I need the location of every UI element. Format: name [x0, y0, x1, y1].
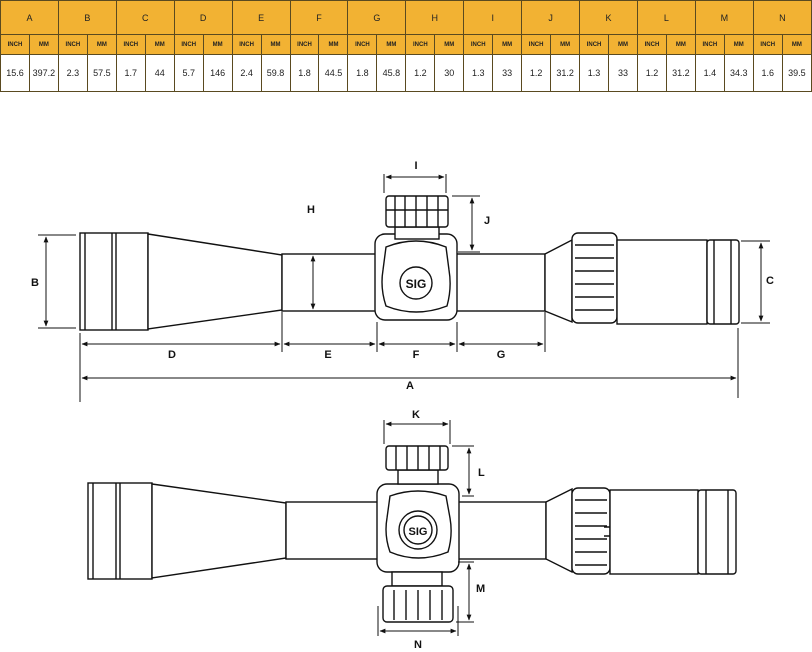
- value-mm-k: 33: [608, 54, 638, 92]
- objective-taper-bottom: [151, 483, 287, 579]
- value-mm-e: 59.8: [260, 54, 291, 92]
- label-j: J: [484, 215, 490, 227]
- sig-logo-bottom: SIG: [409, 526, 428, 538]
- unit-mm: MM: [28, 34, 59, 55]
- value-mm-l: 31.2: [665, 54, 696, 92]
- value-mm-f: 44.5: [318, 54, 349, 92]
- value-inch-l: 1.2: [636, 54, 667, 92]
- label-f: F: [413, 349, 420, 361]
- sig-logo-top: SIG: [406, 277, 427, 291]
- rear-tube-bottom: [455, 501, 547, 560]
- label-a: A: [406, 380, 414, 392]
- value-inch-d: 5.7: [173, 54, 204, 92]
- front-tube-bottom: [285, 501, 381, 560]
- scope-top-view: [79, 195, 740, 331]
- label-k: K: [412, 409, 420, 421]
- turret-base: [394, 226, 440, 240]
- label-m: M: [476, 583, 485, 595]
- value-inch-k: 1.3: [579, 54, 610, 92]
- unit-mm: MM: [723, 34, 754, 55]
- col-letter-m: M: [694, 0, 754, 35]
- elevation-turret-bottom: [385, 445, 449, 471]
- label-g: G: [497, 349, 506, 361]
- col-letter-d: D: [173, 0, 233, 35]
- unit-mm: MM: [434, 34, 465, 55]
- unit-inch: INCH: [231, 34, 262, 55]
- col-letter-g: G: [347, 0, 407, 35]
- value-mm-g: 45.8: [376, 54, 407, 92]
- unit-mm: MM: [202, 34, 233, 55]
- value-inch-b: 2.3: [57, 54, 88, 92]
- value-mm-n: 39.5: [781, 54, 812, 92]
- rear-tube: [454, 253, 546, 312]
- value-mm-m: 34.3: [723, 54, 754, 92]
- bottom-dimension-lines: [377, 420, 474, 636]
- eyepiece-bottom: [609, 489, 699, 575]
- unit-inch: INCH: [636, 34, 667, 55]
- top-dimension-lines: [38, 174, 770, 402]
- value-inch-m: 1.4: [694, 54, 725, 92]
- col-letter-f: F: [289, 0, 349, 35]
- unit-mm: MM: [781, 34, 812, 55]
- value-mm-b: 57.5: [86, 54, 117, 92]
- col-letter-i: I: [463, 0, 523, 35]
- col-letter-n: N: [752, 0, 812, 35]
- turret-base-bottom: [397, 469, 439, 485]
- unit-inch: INCH: [579, 34, 610, 55]
- unit-inch: INCH: [173, 34, 204, 55]
- value-mm-a: 397.2: [28, 54, 59, 92]
- value-inch-n: 1.6: [752, 54, 783, 92]
- col-letter-e: E: [231, 0, 291, 35]
- label-l: L: [478, 467, 485, 479]
- elevation-turret: [385, 195, 449, 228]
- value-inch-j: 1.2: [521, 54, 552, 92]
- scope-bottom-view: [87, 445, 737, 623]
- objective-taper: [147, 233, 283, 330]
- label-i: I: [414, 160, 417, 172]
- diopter-ring: [706, 239, 740, 325]
- label-b: B: [31, 277, 39, 289]
- windage-base-bottom: [391, 571, 443, 587]
- unit-mm: MM: [376, 34, 407, 55]
- front-tube: [281, 253, 379, 312]
- value-inch-c: 1.7: [115, 54, 146, 92]
- col-letter-h: H: [405, 0, 465, 35]
- unit-inch: INCH: [694, 34, 725, 55]
- value-inch-h: 1.2: [405, 54, 436, 92]
- unit-mm: MM: [492, 34, 523, 55]
- value-mm-h: 30: [434, 54, 465, 92]
- value-inch-f: 1.8: [289, 54, 320, 92]
- objective-bell: [79, 232, 149, 331]
- eyepiece: [616, 239, 708, 325]
- label-h: H: [307, 204, 315, 216]
- power-ring-taper: [544, 238, 573, 324]
- unit-inch: INCH: [752, 34, 783, 55]
- unit-inch: INCH: [347, 34, 378, 55]
- label-c: C: [766, 275, 774, 287]
- value-mm-i: 33: [492, 54, 523, 92]
- value-mm-c: 44: [144, 54, 175, 92]
- unit-mm: MM: [86, 34, 117, 55]
- diopter-ring-bottom: [697, 489, 737, 575]
- unit-inch: INCH: [405, 34, 436, 55]
- label-n: N: [414, 639, 422, 651]
- col-letter-k: K: [579, 0, 638, 35]
- label-e: E: [324, 349, 331, 361]
- col-letter-c: C: [115, 0, 175, 35]
- col-letter-l: L: [636, 0, 696, 35]
- col-letter-a: A: [0, 0, 59, 35]
- value-mm-j: 31.2: [550, 54, 581, 92]
- power-ring-bottom: [571, 487, 611, 575]
- label-d: D: [168, 349, 176, 361]
- value-inch-a: 15.6: [0, 54, 30, 92]
- unit-inch: INCH: [115, 34, 146, 55]
